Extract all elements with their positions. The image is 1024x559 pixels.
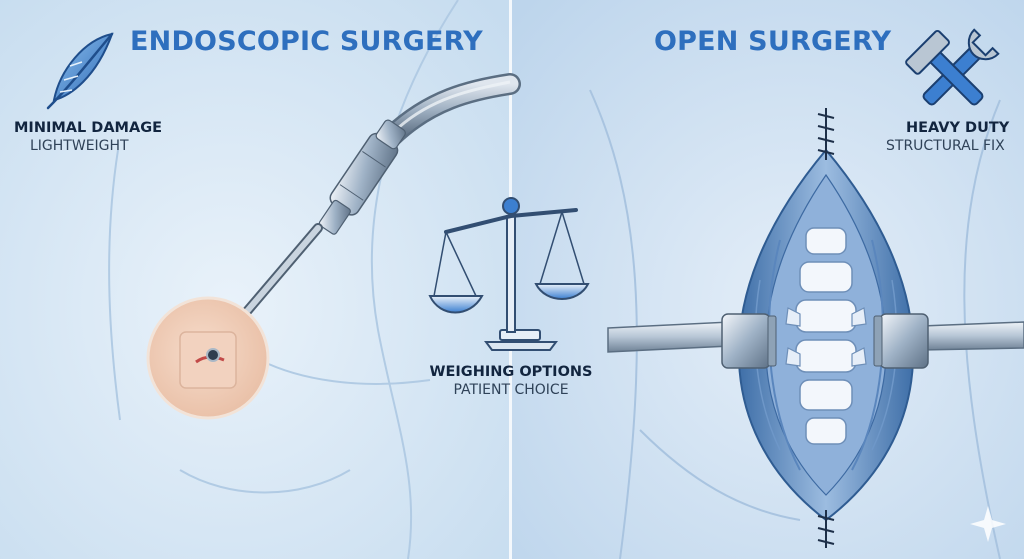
right-label-sub: STRUCTURAL FIX <box>886 138 1005 154</box>
feather-icon <box>46 32 114 110</box>
wrench-hammer-icon <box>905 28 1000 106</box>
left-retractor <box>607 313 777 369</box>
center-label-main: WEIGHING OPTIONS <box>429 364 593 380</box>
right-retractor <box>873 313 1024 369</box>
right-label-main: HEAVY DUTY <box>906 120 1010 136</box>
center-label-sub: PATIENT CHOICE <box>453 382 569 398</box>
balance-scale-icon <box>428 197 590 351</box>
right-body-outline <box>589 89 1001 559</box>
incision-patch <box>146 296 270 420</box>
left-label-main: MINIMAL DAMAGE <box>14 120 163 136</box>
right-title: OPEN SURGERY <box>654 26 892 57</box>
left-title: ENDOSCOPIC SURGERY <box>130 26 483 57</box>
left-body-outline <box>108 0 459 559</box>
left-panel-background <box>0 0 510 559</box>
sparkle-icon <box>970 506 1006 542</box>
left-label-sub: LIGHTWEIGHT <box>30 138 129 154</box>
